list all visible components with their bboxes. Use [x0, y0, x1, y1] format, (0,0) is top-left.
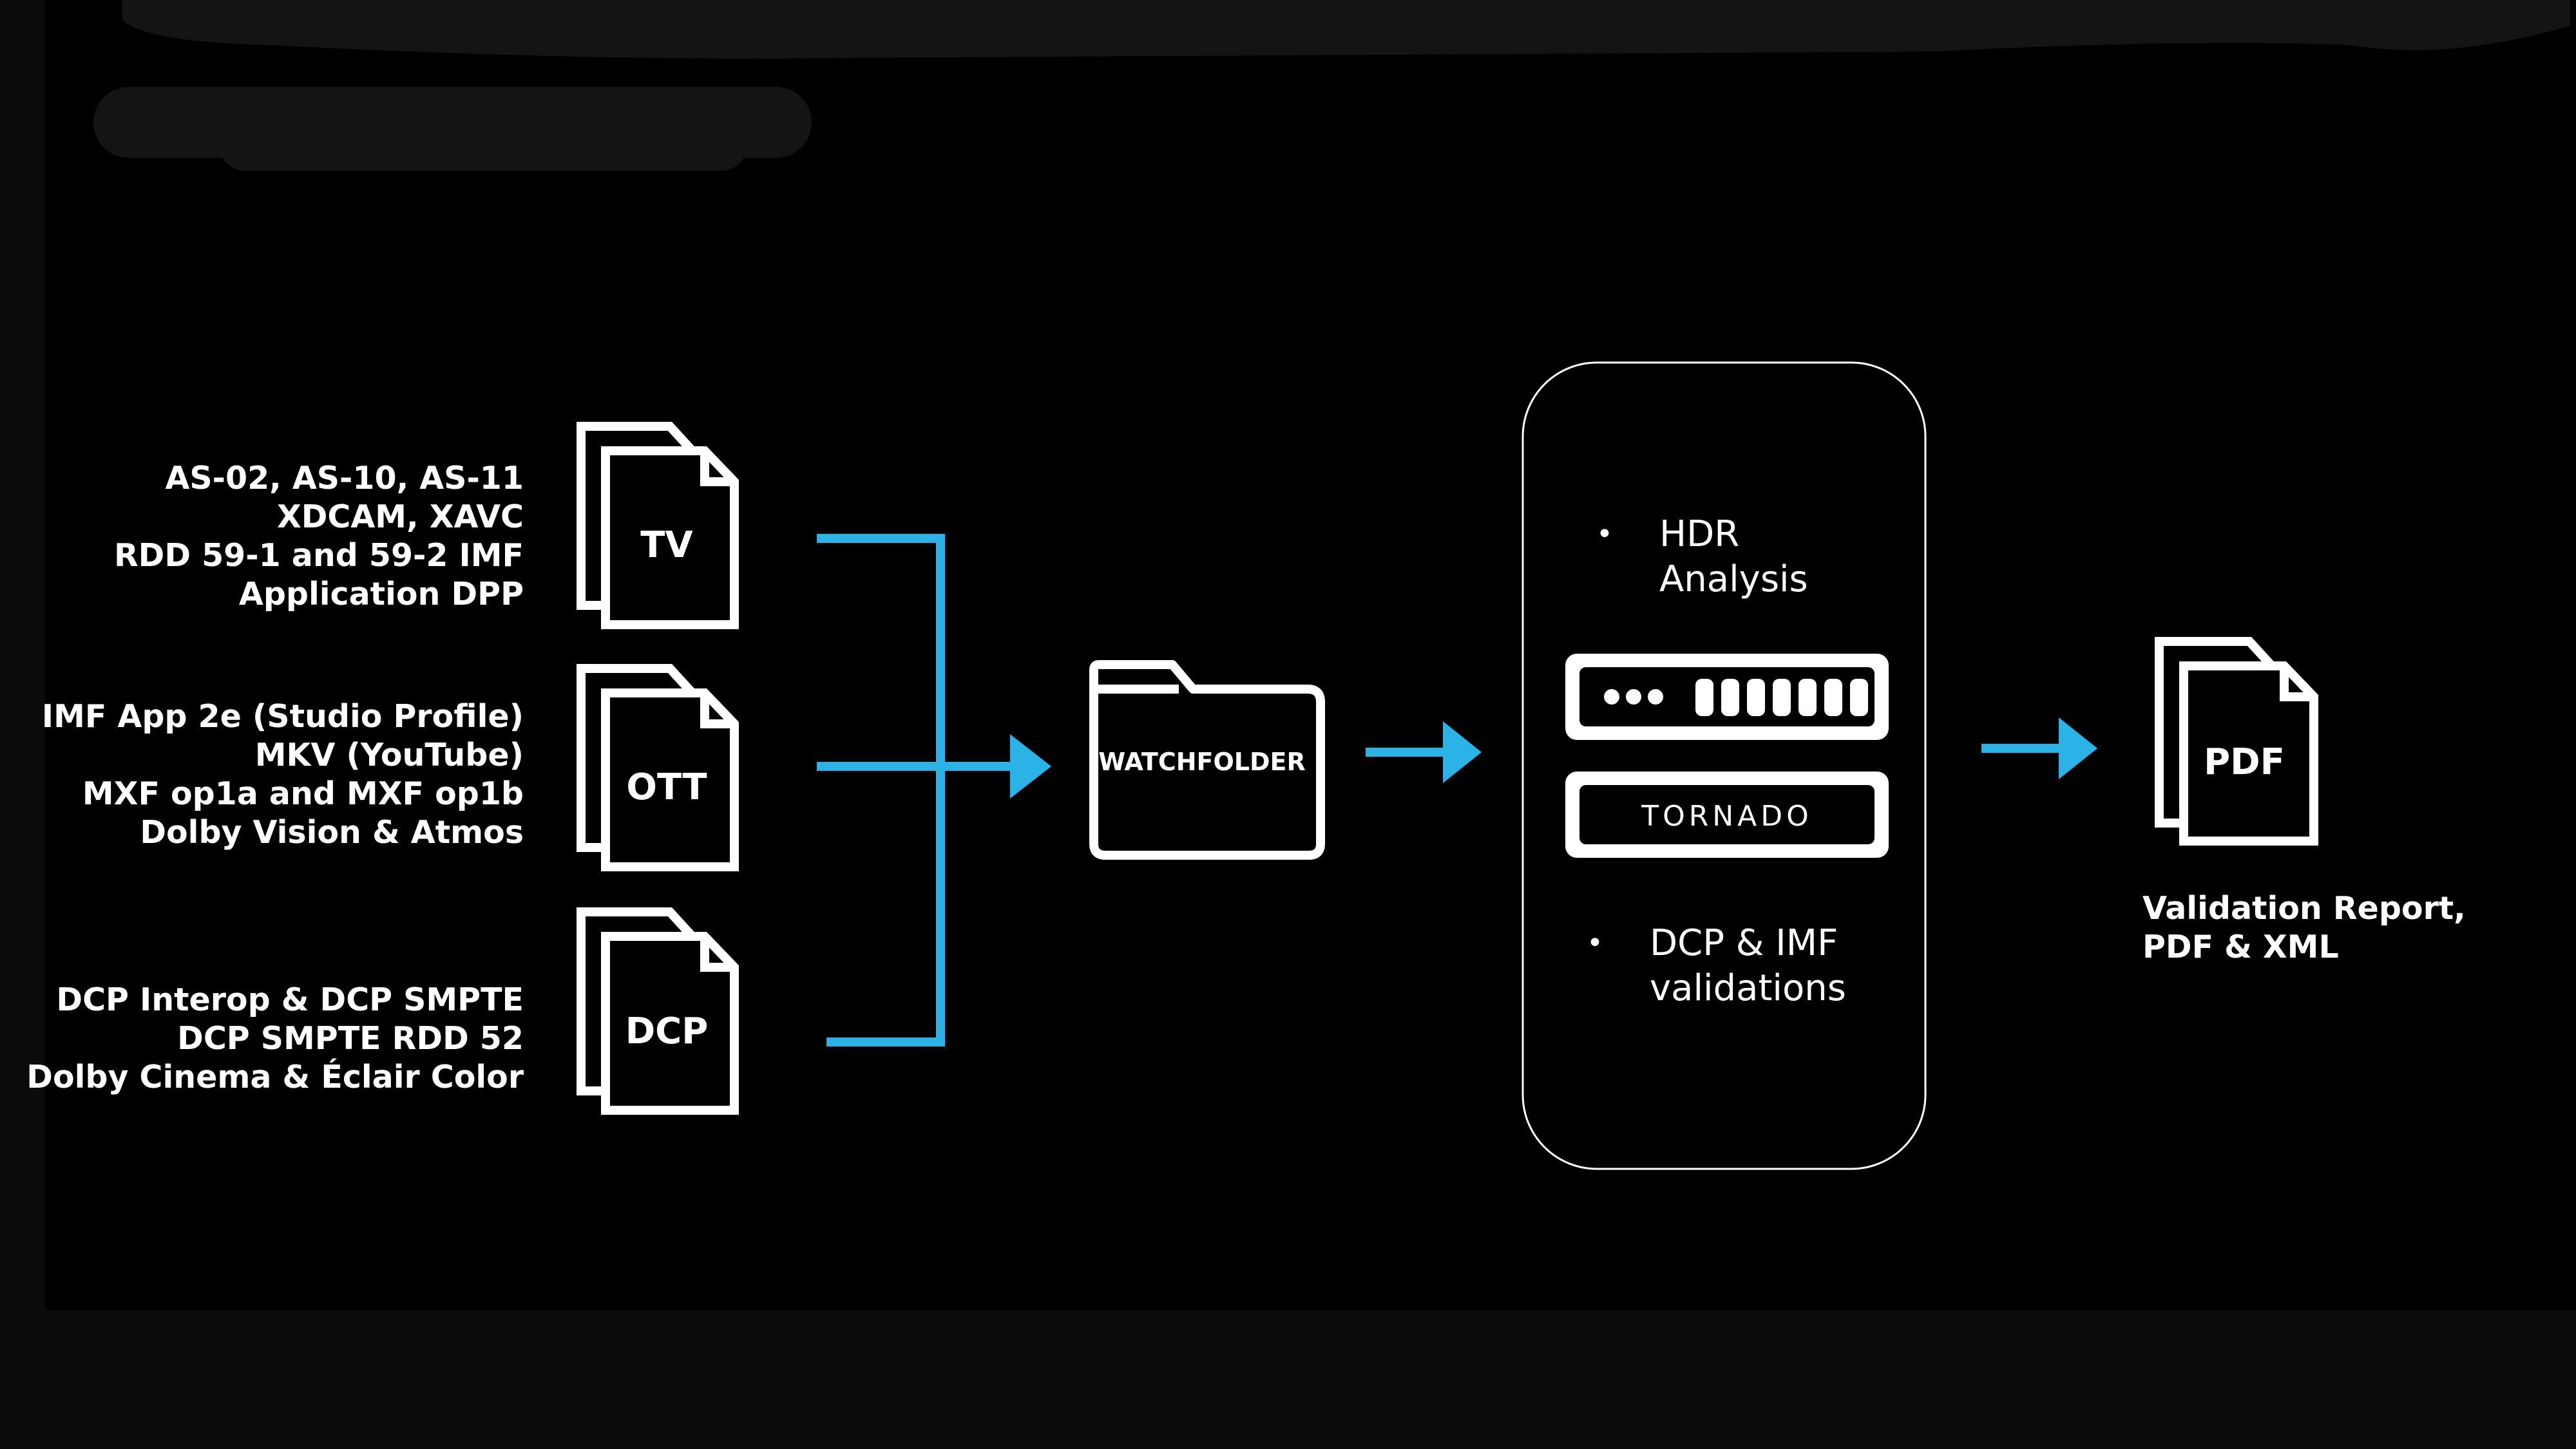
output-caption: Validation Report, PDF & XML [2142, 889, 2466, 967]
arrow-right-icon [1010, 734, 1051, 799]
format-line: Dolby Cinema & Éclair Color [26, 1059, 524, 1095]
processor-bullet-hdr: HDR Analysis [1659, 512, 1808, 602]
output-doc-label: PDF [2204, 741, 2285, 783]
format-line: Dolby Vision & Atmos [140, 814, 524, 851]
format-line: AS-02, AS-10, AS-11 [165, 460, 524, 497]
format-line: MXF op1a and MXF op1b [82, 775, 524, 812]
input-doc-ott: OTT [577, 664, 739, 871]
format-line: XDCAM, XAVC [276, 498, 524, 535]
input-doc-label: DCP [625, 1010, 709, 1052]
bullet-dot: • [1596, 518, 1613, 551]
format-line: Application DPP [238, 576, 524, 612]
stacked-document-icon [577, 422, 739, 629]
bullet-line: Analysis [1659, 558, 1808, 600]
stacked-document-icon [2155, 637, 2318, 846]
caption-line: PDF & XML [2142, 929, 2339, 965]
folder-icon [1089, 660, 1325, 860]
caption-line: Validation Report, [2142, 890, 2466, 927]
output-doc: PDF [2155, 637, 2318, 846]
arrow-right-icon [2059, 717, 2097, 779]
format-line: RDD 59-1 and 59-2 IMF [113, 537, 524, 574]
processor-outline [1522, 361, 1927, 1170]
input-formats-ott: IMF App 2e (Studio Profile) MKV (YouTube… [42, 697, 524, 852]
arrow-to-output [1981, 717, 2097, 779]
processor-bullet-dcp: DCP & IMF validations [1650, 921, 1846, 1011]
arrow-right-icon [1443, 721, 1482, 783]
stacked-document-icon [577, 664, 739, 871]
server-name: TORNADO [1641, 800, 1813, 833]
watchfolder-label: WATCHFOLDER [1098, 748, 1306, 776]
bullet-line: HDR [1659, 513, 1740, 555]
server-rack-icon: TORNADO [1565, 654, 1889, 858]
top-smudge [93, 0, 2570, 171]
bullet-line: DCP & IMF [1650, 922, 1838, 964]
bullet-line: validations [1650, 967, 1846, 1009]
merge-connector [817, 534, 1010, 1046]
format-line: DCP Interop & DCP SMPTE [56, 981, 524, 1018]
format-line: DCP SMPTE RDD 52 [177, 1020, 524, 1057]
input-doc-label: TV [640, 524, 693, 566]
input-doc-tv: TV [577, 422, 739, 629]
processor-box: TORNADO [1522, 361, 1927, 1170]
background-panel [45, 0, 2576, 1311]
arrow-to-processor [1366, 721, 1482, 783]
input-formats-dcp: DCP Interop & DCP SMPTE DCP SMPTE RDD 52… [26, 981, 524, 1097]
input-formats-tv: AS-02, AS-10, AS-11 XDCAM, XAVC RDD 59-1… [114, 459, 524, 614]
stacked-document-icon [577, 907, 739, 1115]
watchfolder: WATCHFOLDER [1089, 660, 1325, 860]
format-line: IMF App 2e (Studio Profile) [41, 698, 524, 735]
input-doc-dcp: DCP [577, 907, 739, 1115]
format-line: MKV (YouTube) [254, 737, 524, 773]
bullet-dot: • [1587, 927, 1603, 960]
input-doc-label: OTT [626, 766, 707, 808]
